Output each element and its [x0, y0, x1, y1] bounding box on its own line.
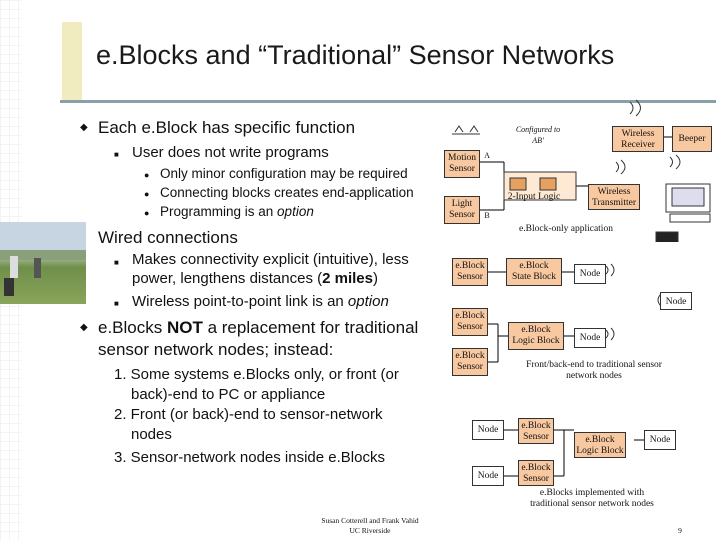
- square-bullet-icon: ■: [114, 299, 119, 308]
- square-bullet-icon: ■: [114, 150, 119, 159]
- port-a-label: A: [484, 151, 490, 160]
- dot-bullet-icon: ●: [144, 170, 150, 180]
- page-number: 9: [678, 526, 682, 535]
- node-1: Node: [574, 264, 606, 284]
- bullet-1-2-1a: Makes connectivity explicit (intuitive),…: [132, 251, 409, 268]
- title-accent-bar: [62, 22, 82, 102]
- two-input-logic-label: 2-Input Logic: [507, 192, 561, 202]
- port-b-label: B: [484, 211, 490, 220]
- node-2: Node: [660, 292, 692, 310]
- title-rule: [60, 100, 716, 103]
- beeper-block: Beeper: [672, 126, 712, 152]
- bullet-1-2-2: Wireless point-to-point link is an optio…: [132, 293, 389, 310]
- diamond-bullet-icon: ◆: [80, 322, 88, 333]
- bullet-1-2-1b: power, lengthens distances (2 miles): [132, 270, 378, 287]
- numbered-2b: nodes: [131, 426, 172, 443]
- bullet-2-line2: sensor network nodes; instead:: [98, 340, 334, 359]
- mid-diagram-lines: [488, 263, 667, 477]
- dot-bullet-icon: ●: [144, 189, 150, 199]
- field-photo: [0, 222, 86, 304]
- node-6: Node: [472, 466, 504, 486]
- numbered-3: 3. Sensor-network nodes inside e.Blocks: [114, 449, 385, 466]
- diamond-bullet-icon: ◆: [80, 122, 88, 133]
- numbered-2a: 2. Front (or back)-end to sensor-network: [114, 406, 383, 423]
- node-3: Node: [574, 328, 606, 348]
- node-5: Node: [644, 430, 676, 450]
- square-bullet-icon: ■: [114, 258, 119, 267]
- footer-author: Susan Cotterell and Frank Vahid: [321, 516, 419, 525]
- bullet-1-1-2: Connecting blocks creates end-applicatio…: [160, 185, 414, 200]
- bullet-1-1: User does not write programs: [132, 144, 329, 161]
- eblock-only-label: e.Block-only application: [519, 224, 613, 234]
- bullet-1-1-1: Only minor configuration may be required: [160, 166, 408, 181]
- footer-org: UC Riverside: [349, 526, 391, 535]
- node-4: Node: [472, 420, 504, 440]
- bullet-1-2: Wired connections: [98, 228, 238, 247]
- bullet-1: Each e.Block has specific function: [98, 118, 356, 137]
- bullet-1-1-3: Programming is an option: [160, 204, 314, 219]
- dot-bullet-icon: ●: [144, 208, 150, 218]
- slide-title: e.Blocks and “Traditional” Sensor Networ…: [96, 40, 615, 70]
- numbered-1b: back)-end to PC or appliance: [131, 386, 326, 403]
- numbered-1a: 1. Some systems e.Blocks only, or front …: [114, 366, 399, 383]
- bullet-2: e.Blocks NOT a replacement for tradition…: [98, 318, 419, 337]
- top-diagram-lines: [452, 99, 711, 242]
